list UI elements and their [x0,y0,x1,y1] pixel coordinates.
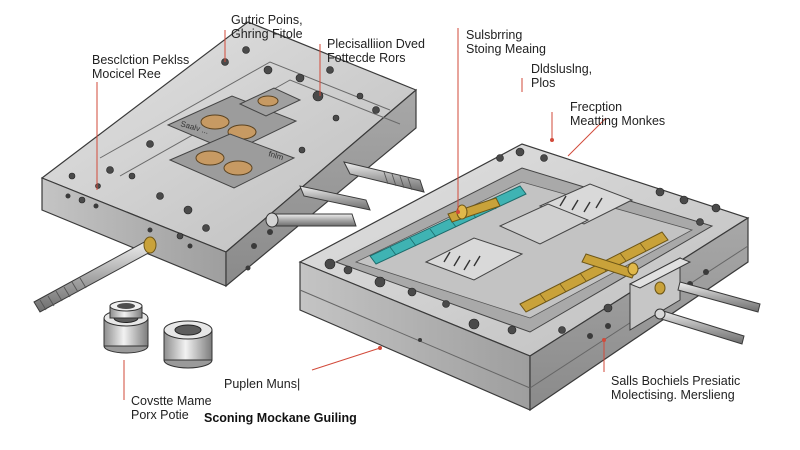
callout-line: Dldsluslng, [531,62,593,76]
callout-line: Gutric Poins, [231,13,303,27]
cavity-pocket [238,87,302,117]
callout-line: Molectising. Merslieng [611,388,735,402]
callout-line: Stoing Meaing [466,42,546,56]
cavity-insert [498,203,590,245]
guide-pin-rod [33,236,157,313]
brass-pin [447,197,501,223]
callout-line: Plos [531,76,556,90]
right-mold-base [298,143,750,412]
cavity-insert [424,237,524,281]
side-block [628,257,692,331]
callout-bottom-left: Covstte Mame Porx Potie [131,394,212,422]
callout-top-mid: Gutric Poins, Ghring Fitole [231,13,303,41]
callout-line: Frecption [570,100,623,114]
cavity-pocket [168,133,296,189]
threaded-rod [343,161,425,193]
callout-top-left: Besclction Peklss Mocicel Ree [92,53,189,81]
callout-line: Meatting Monkes [570,114,666,128]
bushing [103,300,149,354]
callout-bottom-center: Puplen Muns| [224,377,301,391]
callout-top-center: Plecisalliion Dved Fottecde Rors [327,37,425,65]
diagram-caption: Sconing Mockane Guiling [204,411,357,425]
ejector-rod [654,281,761,313]
callout-line: Covstte Mame [131,394,212,408]
callout-bottom-right: Salls Bochiels Presiatic Molectising. Me… [611,374,740,402]
callout-line: Mocicel Ree [92,67,161,81]
callout-line: Fottecde Rors [327,51,406,65]
callout-right-mid: Frecption Meatting Monkes [570,100,665,128]
connecting-rod [265,212,357,228]
leader-lines [96,28,607,400]
callout-top-right-b: Dldsluslng, Plos [531,62,592,90]
callout-line: Ghring Fitole [231,27,303,41]
callout-line: Porx Potie [131,408,189,422]
callout-line: Sulsbrring [466,28,523,42]
callout-line: Besclction Peklss [92,53,190,67]
bushing [163,320,213,369]
callout-line: Salls Bochiels Presiatic [611,374,741,388]
plate-side-mark: fnlm [267,149,284,162]
ejector-rod [654,308,745,345]
left-mold-plate: Saalv ... fnlm [40,21,418,288]
brass-pin [581,253,639,279]
callout-line: Plecisalliion Dved [327,37,425,51]
callout-top-right-a: Sulsbrring Stoing Meaing [466,28,546,56]
connecting-rod [299,185,371,211]
